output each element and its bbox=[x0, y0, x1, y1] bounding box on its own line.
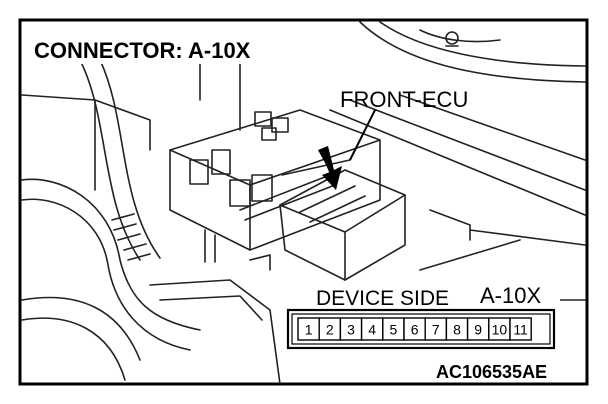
connector-label: CONNECTOR: A-10X bbox=[34, 38, 251, 63]
pin-number: 2 bbox=[326, 322, 334, 338]
front-ecu-label: FRONT-ECU bbox=[340, 87, 468, 112]
connector-id-label: A-10X bbox=[480, 283, 541, 308]
pin-number: 5 bbox=[390, 322, 398, 338]
pin-number: 10 bbox=[492, 322, 508, 338]
pin-number: 7 bbox=[432, 322, 440, 338]
pin-number: 6 bbox=[411, 322, 419, 338]
pin-number: 4 bbox=[368, 322, 376, 338]
device-side-label: DEVICE SIDE bbox=[316, 287, 449, 310]
device-side-label-bg bbox=[312, 283, 560, 309]
pin-number: 1 bbox=[305, 322, 313, 338]
pin-number: 9 bbox=[474, 322, 482, 338]
pin-number: 3 bbox=[347, 322, 355, 338]
figure-code: AC106535AE bbox=[436, 362, 547, 382]
pin-cell bbox=[509, 317, 532, 341]
connector-label-bg bbox=[26, 34, 284, 64]
pin-number: 11 bbox=[513, 322, 528, 338]
pin-number: 8 bbox=[453, 322, 461, 338]
arrow-icon bbox=[318, 146, 342, 190]
leader-line bbox=[349, 109, 376, 161]
